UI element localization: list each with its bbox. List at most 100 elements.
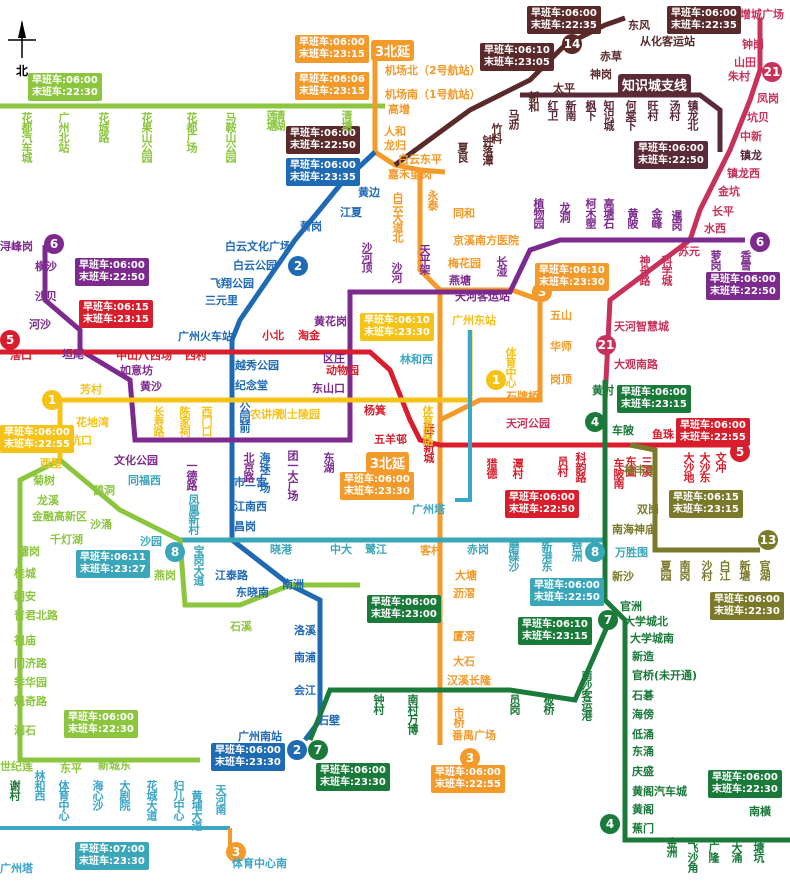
station-label: 桂城 (14, 567, 36, 580)
station-label: 花都汽车城 (20, 112, 33, 162)
last-train: 末班车:23:30 (344, 486, 410, 497)
station-label: 花果山公园 (140, 112, 153, 162)
first-train: 早班车:06:00 (534, 580, 600, 591)
station-label: 京溪南方医院 (453, 234, 519, 247)
station-label: 白江 (718, 560, 731, 580)
station-label: 机场北（2号航站） (385, 64, 481, 77)
station-label: 嘉禾望岗 (388, 168, 432, 181)
last-train: 末班车:23:27 (80, 564, 146, 575)
station-label: 南岗 (678, 560, 691, 580)
station-label: 从化客运站 (640, 35, 695, 48)
station-label: 江泰路 (215, 569, 248, 582)
line-gf-south (58, 458, 360, 608)
station-label: 黄村 (592, 384, 614, 397)
line-apm (455, 330, 472, 502)
station-label: 沙贝 (35, 290, 57, 303)
station-label: 如意坊 (120, 364, 153, 377)
station-label: 三元里 (205, 294, 238, 307)
station-label: 黄边 (358, 186, 380, 199)
station-label: 东山口 (312, 382, 345, 395)
station-label: 珠江新城 (422, 422, 435, 462)
station-label: 东圃 (624, 456, 637, 476)
station-label: 坑口 (70, 434, 92, 447)
station-label: 何棠下 (624, 100, 637, 130)
station-label: 花地湾 (76, 416, 109, 429)
station-label: 清湖 (273, 110, 286, 130)
station-label: 琶洲 (570, 541, 583, 561)
station-label: 文化公园 (114, 454, 158, 467)
line-badge-3: 3 (226, 842, 246, 862)
first-train: 早班车:06:00 (68, 712, 134, 723)
last-train: 末班车:22:30 (714, 606, 780, 617)
station-label: 淘金 (298, 329, 320, 342)
first-train: 早班车:06:00 (531, 8, 597, 19)
knowledge-city-tag: 知识城支线 (618, 74, 692, 95)
station-label: 神岗 (590, 68, 612, 81)
station-label: 朱村 (728, 70, 750, 83)
station-label: 磨碟沙 (507, 541, 520, 571)
station-label: 鹭江 (365, 543, 387, 556)
last-train: 末班车:22:50 (638, 155, 704, 166)
station-label: 会江 (294, 684, 316, 697)
station-label: 洛溪 (294, 624, 316, 637)
first-train: 早班车:06:10 (484, 45, 550, 56)
station-label: 五羊邨 (374, 433, 407, 446)
station-label: 龙归 (384, 139, 406, 152)
station-label: 公园前 (238, 402, 251, 432)
station-label: 天河公园 (506, 417, 550, 430)
line-badge-6: 6 (750, 232, 770, 252)
station-label: 农讲所 (250, 408, 283, 421)
station-label: 江南西 (234, 500, 267, 513)
station-label: 大石 (453, 655, 475, 668)
station-label: 祖庙 (14, 634, 36, 647)
last-train: 末班车:22:50 (290, 140, 356, 151)
first-train: 早班车:06:00 (435, 767, 501, 778)
station-label: 飞沙角 (686, 842, 699, 872)
station-label: 中山八 (116, 349, 149, 362)
station-label: 石牌桥 (506, 390, 539, 403)
station-label: 黄陂 (626, 208, 639, 228)
last-train: 末班车:23:30 (79, 856, 145, 867)
station-label: 长寿路 (152, 406, 165, 436)
station-label: 燕岗 (154, 569, 176, 582)
first-train: 早班车:06:15 (83, 302, 149, 313)
station-label: 广州南站 (238, 730, 282, 743)
station-label: 体育中心南 (232, 857, 287, 870)
station-label: 南海神庙 (612, 523, 656, 536)
station-label: 金洲 (665, 837, 678, 857)
last-train: 末班车:23:00 (371, 609, 437, 620)
line-badge-21: 21 (762, 62, 782, 82)
station-label: 小北 (262, 329, 284, 342)
station-label: 大剧院 (118, 780, 131, 810)
station-label: 厦滘 (453, 630, 475, 643)
station-label: 萧岗 (300, 220, 322, 233)
station-label: 白云大道北 (391, 192, 404, 242)
station-label: 钟落潭 (481, 135, 494, 165)
station-label: 黄阁 (632, 803, 654, 816)
station-label: 大沙东 (698, 452, 711, 482)
station-label: 枫下 (584, 100, 597, 120)
station-label: 花城大道 (145, 780, 158, 820)
station-label: 市二宫 (234, 476, 267, 489)
station-label: 猎德 (485, 458, 498, 478)
station-label: 沙河顶 (360, 242, 373, 272)
line-5 (0, 349, 745, 448)
station-label: 红卫 (546, 100, 559, 120)
line-3-north (372, 48, 446, 175)
station-label: 塘坑 (752, 842, 765, 862)
station-label: 大塘 (455, 569, 477, 582)
first-train: 早班车:06:10 (539, 265, 605, 276)
first-train: 早班车:06:00 (509, 492, 575, 503)
line-badge-7: 7 (308, 740, 328, 760)
station-label: 澜石 (14, 724, 36, 737)
station-label: 沙涌 (90, 518, 112, 531)
